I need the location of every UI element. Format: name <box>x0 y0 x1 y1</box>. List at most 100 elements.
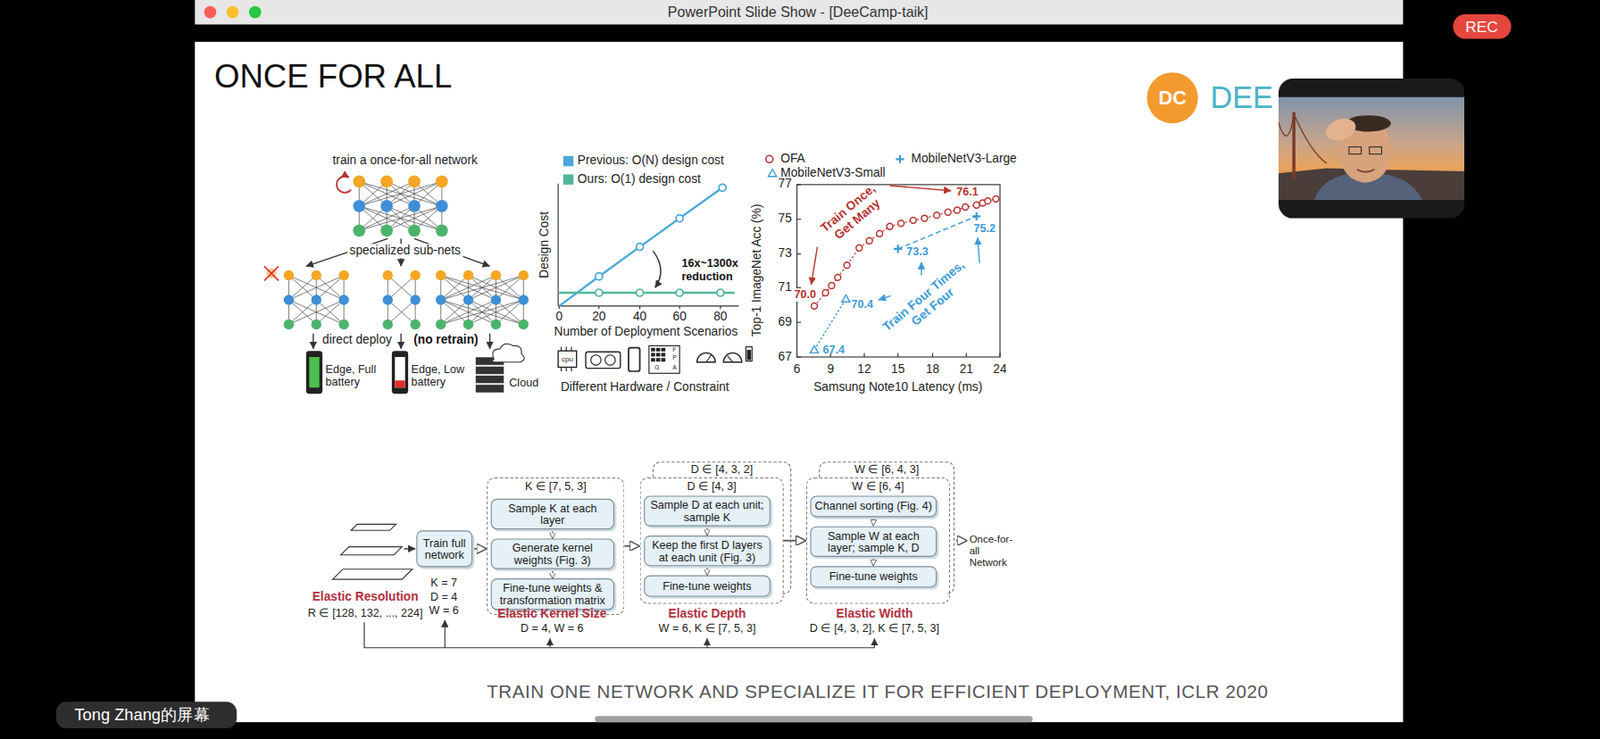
network-neuron <box>491 270 501 281</box>
ofa-point <box>843 262 850 269</box>
gpu-fan <box>605 355 616 366</box>
group-heading: D ∈ [4, 3] <box>641 478 784 493</box>
ofa-point <box>876 230 884 237</box>
full-battery <box>308 357 319 388</box>
process-box: Train full network <box>416 530 473 567</box>
network-link <box>358 181 442 206</box>
group-heading: K ∈ [7, 5, 3] <box>487 478 624 493</box>
network-neuron <box>352 200 366 213</box>
network-link <box>387 300 416 325</box>
logo-mark: DC <box>1158 86 1186 109</box>
network-neuron <box>463 319 474 330</box>
network-neuron <box>435 270 446 281</box>
tick-label: 67 <box>778 350 792 365</box>
illustration-arrow <box>400 333 401 350</box>
network-link <box>441 300 525 325</box>
data-point <box>636 243 644 251</box>
data-point <box>675 215 684 223</box>
stage-label: Elastic Resolution <box>312 591 419 606</box>
fpga-cell <box>650 348 656 352</box>
resolution-feedback-arrow <box>874 638 875 648</box>
output-label: Once-for-all Network <box>969 533 1015 568</box>
box-text: Keep the first D layers at each unit (Fi… <box>648 538 767 564</box>
annotation-arrow <box>890 185 952 192</box>
resolution-plane <box>341 547 403 556</box>
network-neuron <box>380 200 393 213</box>
process-box: Sample D at each unit; sample K <box>643 495 771 526</box>
box-text: Sample W at each layer; sample K, D <box>814 529 934 555</box>
mbv3-large-point <box>893 244 902 253</box>
network-link <box>316 275 344 300</box>
network-link <box>288 300 317 325</box>
illustration-label: train a once-for-all network <box>333 154 478 169</box>
tick-label: 80 <box>713 310 727 325</box>
network-link <box>495 275 524 300</box>
box-text: Sample K at each layer <box>494 501 610 527</box>
network-neuron <box>408 175 421 189</box>
close-button <box>204 6 217 19</box>
flow-arrow <box>404 548 417 550</box>
network-sketch <box>352 175 448 238</box>
illustration-label: specialized sub-nets <box>347 243 463 259</box>
flow-connector <box>624 545 640 548</box>
webcam-video <box>1278 97 1465 200</box>
remove-cross <box>264 266 279 281</box>
stage-label: D = 4 <box>430 590 458 603</box>
network-link <box>441 300 469 325</box>
network-neuron <box>518 294 529 305</box>
slide-caption: TRAIN ONE NETWORK AND SPECIALIZE IT FOR … <box>486 682 1268 704</box>
ofa-point <box>811 302 818 309</box>
phone-icon <box>306 350 323 394</box>
tick-label: 69 <box>778 315 792 330</box>
screen-share-tag: Tong Zhang的屏幕 <box>74 706 209 725</box>
annotation-arrow <box>811 247 818 285</box>
tick-label: 71 <box>778 280 792 295</box>
tick-mark <box>999 352 1000 358</box>
phone-icon <box>628 348 641 372</box>
stage-label: W = 6, K ∈ [7, 5, 3] <box>658 622 757 635</box>
icon-label: P <box>672 354 677 362</box>
network-neuron <box>409 294 420 305</box>
ofa-point <box>944 208 951 216</box>
box-text: Fine-tune weights <box>829 570 918 584</box>
resolution-plane <box>350 524 396 531</box>
network-neuron <box>383 270 393 281</box>
process-box: Keep the first D layers at each unit (Fi… <box>643 535 771 567</box>
illustration-label: Edge, Low battery <box>411 362 474 389</box>
stage-group: D ∈ [4, 3] Sample D at each unit; sample … <box>640 477 784 605</box>
retrain-loop-arrow <box>336 176 351 193</box>
network-link <box>495 300 524 325</box>
flow-arrow <box>956 540 968 542</box>
ofa-point <box>962 204 969 211</box>
stage-label: K = 7 <box>430 575 458 589</box>
network-neuron <box>352 224 366 237</box>
ofa-point <box>898 220 905 227</box>
resolution-feedback-line <box>364 622 875 649</box>
person-glasses <box>1369 147 1383 155</box>
network-link <box>358 206 442 231</box>
box-text: Fine-tune weights <box>662 580 751 593</box>
data-point <box>595 289 603 297</box>
legend-label: MobileNetV3-Small <box>780 166 885 181</box>
tick-label: 20 <box>591 310 606 325</box>
name-tag-bg <box>56 701 237 729</box>
network-sketch <box>283 270 350 330</box>
network-link <box>358 181 442 206</box>
network-neuron <box>491 319 501 330</box>
flow-connector <box>551 569 553 579</box>
previous-cost-line <box>558 187 723 307</box>
fpga-cell <box>656 348 661 352</box>
network-link <box>441 300 525 325</box>
process-box: Generate kernel weights (Fig. 3) <box>491 539 615 571</box>
stage-group: K ∈ [7, 5, 3] Sample K at each layerGener… <box>486 477 625 616</box>
reduction-arrow <box>652 250 661 288</box>
network-neuron <box>338 294 349 305</box>
tick-mark <box>796 352 798 358</box>
stage-label: Elastic Kernel Size <box>497 607 607 622</box>
network-neuron <box>383 319 393 330</box>
phone-icon <box>391 350 409 394</box>
axis-title: Design Cost <box>537 211 552 279</box>
network-neuron <box>311 270 322 281</box>
